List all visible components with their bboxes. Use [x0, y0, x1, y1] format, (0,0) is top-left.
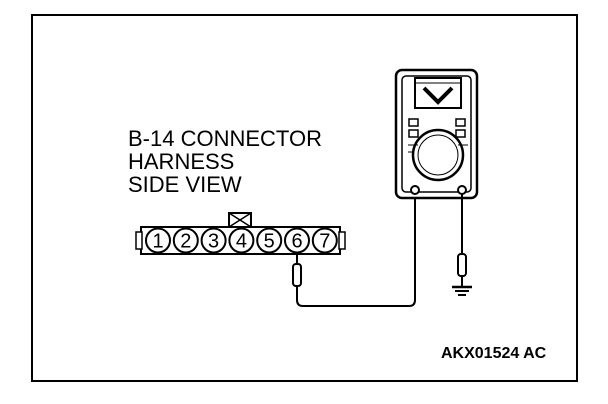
- pin-5-circle: [256, 227, 283, 254]
- meter-button: [455, 129, 466, 138]
- meter-jack-v: [457, 185, 467, 195]
- connector-left-tab: [135, 231, 143, 250]
- meter-jack-com: [410, 185, 420, 195]
- pin-3-label: 3: [208, 231, 219, 253]
- pin-2-circle: [172, 227, 199, 254]
- pin-6-label: 6: [291, 231, 302, 253]
- meter-button: [455, 118, 466, 127]
- connector-lock-icon: [228, 212, 252, 228]
- voltmeter: [394, 68, 479, 200]
- pin-3-circle: [200, 227, 227, 254]
- connector-title-line1: B-14 CONNECTOR: [128, 126, 322, 151]
- volt-v-icon: [422, 86, 454, 105]
- ground-lead: [457, 194, 467, 287]
- pin-7-circle: [311, 227, 338, 254]
- meter-button: [408, 129, 419, 138]
- connector-title-line3: SIDE VIEW: [128, 172, 242, 197]
- meter-button: [408, 118, 419, 127]
- test-lead-wire: [296, 196, 416, 307]
- probe-pin6: [292, 254, 302, 293]
- pin-6-circle: [284, 227, 310, 254]
- connector-right-tab: [338, 231, 346, 250]
- pin-4-label: 4: [236, 231, 247, 253]
- connector-title-line2: HARNESS: [128, 149, 234, 174]
- meter-dial: [411, 128, 465, 182]
- pin-4-circle: [228, 227, 255, 254]
- pin-2-label: 2: [180, 231, 191, 253]
- diagram-frame: [31, 14, 578, 382]
- pin-5-label: 5: [264, 231, 275, 253]
- pin-1-circle: [145, 227, 171, 254]
- ground-icon: [452, 285, 472, 296]
- pin-7-label: 7: [319, 231, 330, 253]
- drawing-code: AKX01524 AC: [441, 345, 547, 362]
- pin-1-label: 1: [152, 231, 163, 253]
